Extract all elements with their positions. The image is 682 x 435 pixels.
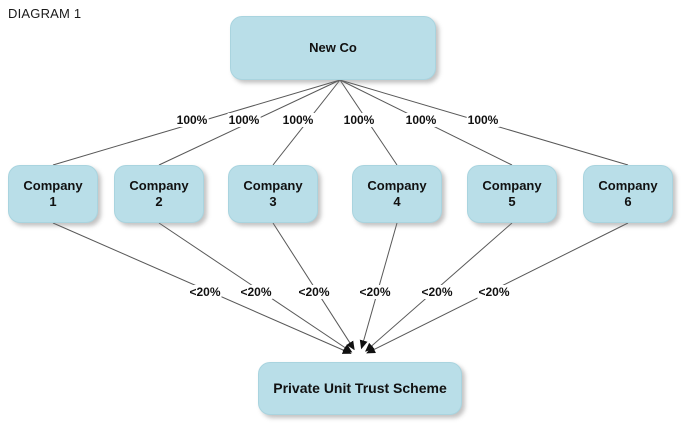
node-label-company-3: Company 3 (243, 177, 303, 209)
edge-lines-bottom (52, 222, 629, 354)
edge-label-holding-3: <20% (297, 285, 331, 299)
edge-label-holding-6: <20% (477, 285, 511, 299)
node-company-2[interactable]: Company 2 (114, 165, 204, 223)
node-label-company-4: Company 4 (367, 177, 427, 209)
edge-label-ownership-6: 100% (466, 113, 500, 127)
node-label-private-unit-trust-scheme: Private Unit Trust Scheme (273, 379, 447, 396)
node-company-1[interactable]: Company 1 (8, 165, 98, 223)
edge-lines-top (52, 79, 629, 166)
node-company-6[interactable]: Company 6 (583, 165, 673, 223)
node-new-co[interactable]: New Co (230, 16, 436, 80)
node-private-unit-trust-scheme[interactable]: Private Unit Trust Scheme (258, 362, 462, 415)
edge-label-holding-5: <20% (420, 285, 454, 299)
edge-label-holding-2: <20% (239, 285, 273, 299)
edge-label-holding-1: <20% (188, 285, 222, 299)
node-label-company-2: Company 2 (129, 177, 189, 209)
node-company-5[interactable]: Company 5 (467, 165, 557, 223)
node-label-company-6: Company 6 (598, 177, 658, 209)
edge-label-holding-4: <20% (358, 285, 392, 299)
edge-label-ownership-3: 100% (281, 113, 315, 127)
node-company-4[interactable]: Company 4 (352, 165, 442, 223)
diagram-title: DIAGRAM 1 (8, 6, 82, 21)
node-company-3[interactable]: Company 3 (228, 165, 318, 223)
node-label-new-co: New Co (309, 39, 357, 55)
node-label-company-1: Company 1 (23, 177, 83, 209)
edge-label-ownership-4: 100% (342, 113, 376, 127)
edge-label-ownership-5: 100% (404, 113, 438, 127)
node-label-company-5: Company 5 (482, 177, 542, 209)
edge-label-ownership-2: 100% (227, 113, 261, 127)
edge-label-ownership-1: 100% (175, 113, 209, 127)
